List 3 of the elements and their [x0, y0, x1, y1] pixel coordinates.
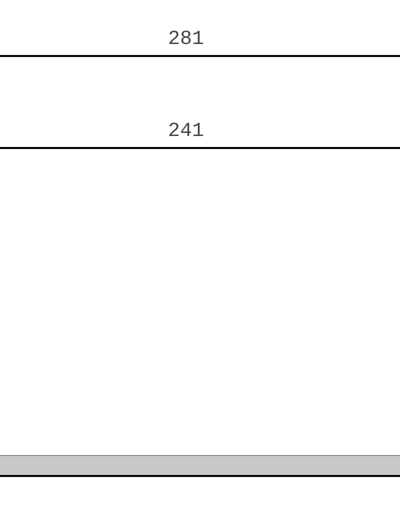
base-bar	[0, 455, 400, 477]
level-label: 241	[168, 120, 204, 144]
level-label: 281	[168, 28, 204, 52]
